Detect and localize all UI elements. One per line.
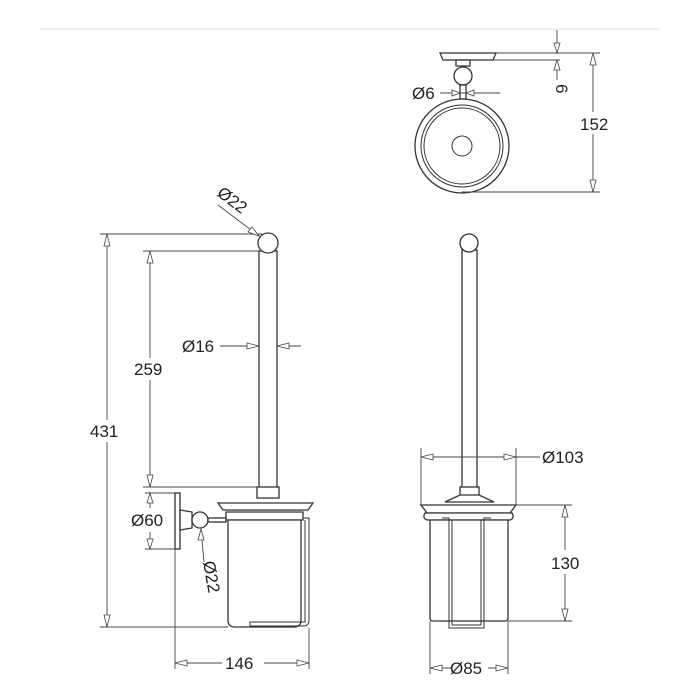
plate-neck bbox=[179, 509, 193, 531]
dim-bracket-ball-diameter: Ø22 bbox=[199, 559, 223, 594]
dimension-arrow bbox=[589, 52, 597, 66]
dimension-arrow bbox=[589, 179, 597, 193]
dimension-arrow bbox=[451, 89, 462, 97]
dimension-arrow bbox=[247, 226, 261, 237]
top-ball bbox=[453, 66, 473, 86]
bracket-arm bbox=[207, 517, 227, 523]
top-wall-plate bbox=[439, 52, 497, 61]
front-tray bbox=[419, 504, 518, 514]
front-rod bbox=[461, 249, 478, 489]
dim-cup-height: 130 bbox=[551, 554, 579, 573]
dim-rod-length: 259 bbox=[134, 360, 162, 379]
rod-knob bbox=[257, 232, 279, 254]
wire-frame bbox=[249, 517, 310, 627]
top-pin bbox=[459, 84, 467, 100]
dimension-arrow bbox=[561, 504, 569, 518]
dimension-arrow bbox=[495, 664, 509, 672]
top-escutcheon bbox=[455, 59, 471, 67]
wall-plate bbox=[174, 492, 181, 550]
dimension-arrow bbox=[296, 659, 310, 667]
dim-plate-diameter: Ø60 bbox=[131, 511, 163, 530]
brush-rod bbox=[258, 250, 278, 489]
dimension-arrow bbox=[103, 233, 111, 247]
dim-projection: 146 bbox=[225, 654, 253, 673]
dimension-arrow bbox=[146, 250, 154, 264]
dimension-arrow bbox=[246, 342, 260, 350]
dimension-arrow bbox=[146, 491, 154, 504]
lid-rim bbox=[225, 511, 304, 521]
top-view: 6 Ø6 152 bbox=[412, 30, 608, 194]
tray-inner-circle bbox=[420, 104, 504, 188]
dim-overall-height: 431 bbox=[90, 422, 118, 441]
dim-pin-diameter: Ø6 bbox=[412, 84, 435, 103]
dimension-arrow bbox=[197, 527, 205, 541]
dimension-arrow bbox=[429, 664, 443, 672]
outline-shape bbox=[423, 512, 514, 521]
outline-shape bbox=[444, 494, 495, 503]
dimension-arrow bbox=[420, 453, 434, 461]
dim-depth: 152 bbox=[580, 115, 608, 134]
front-wire-frame bbox=[442, 517, 491, 629]
dimension-arrow bbox=[503, 453, 517, 461]
lid-tray bbox=[216, 502, 315, 511]
side-view: 431 259 Ø60 Ø22 Ø22 Ø16 146 bbox=[90, 183, 315, 673]
bracket-ball bbox=[191, 511, 209, 529]
rod-collar bbox=[256, 486, 280, 499]
tray-outer-circle bbox=[414, 98, 510, 194]
dimension-arrow bbox=[146, 474, 154, 488]
dimension-arrow bbox=[146, 538, 154, 551]
dim-rod-diameter: Ø16 bbox=[182, 337, 214, 356]
cup-body bbox=[227, 519, 302, 628]
dimension-arrow bbox=[103, 614, 111, 628]
dim-cup-diameter: Ø85 bbox=[450, 659, 482, 678]
dimension-arrow bbox=[553, 42, 561, 55]
front-cup bbox=[429, 519, 509, 622]
dim-knob-diameter: Ø22 bbox=[214, 183, 251, 218]
outline-shape bbox=[423, 107, 501, 185]
dim-plate-thickness: 6 bbox=[552, 84, 571, 93]
dimension-arrow bbox=[276, 342, 290, 350]
rod-circle bbox=[451, 135, 473, 157]
dimension-arrow bbox=[553, 58, 561, 71]
front-knob bbox=[459, 233, 479, 253]
dim-tray-diameter: Ø103 bbox=[542, 448, 584, 467]
front-view: Ø103 130 Ø85 bbox=[419, 233, 584, 678]
dimension-arrow bbox=[561, 608, 569, 622]
dimension-arrow bbox=[464, 89, 475, 97]
dimension-arrow bbox=[174, 659, 188, 667]
